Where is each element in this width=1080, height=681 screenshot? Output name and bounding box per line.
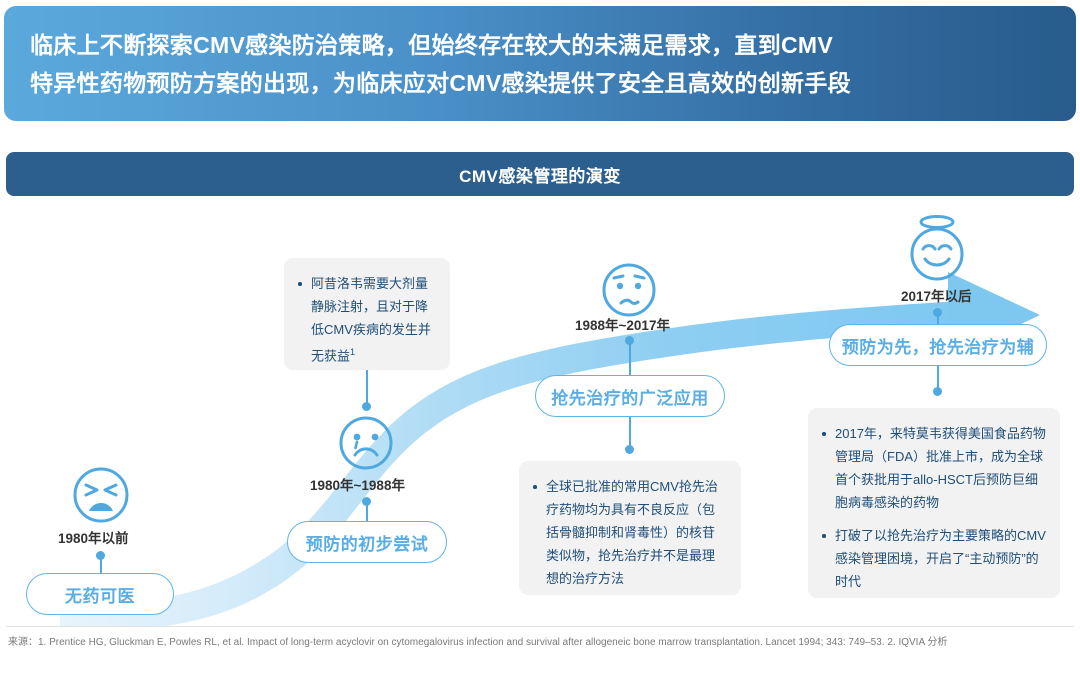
connector-stem-card-1980-1988 — [366, 370, 368, 406]
worried-face-icon — [602, 263, 656, 317]
connector-dot-card-post-2017 — [933, 387, 942, 396]
detail-bullet: 全球已批准的常用CMV抢先治疗药物均为具有不良反应（包括骨髓抑制和肾毒性）的核苷… — [531, 475, 727, 590]
period-label-post-2017: 2017年以后 — [901, 289, 972, 304]
connector-stem-pre-1980 — [100, 556, 102, 578]
connector-dot-1980-1988 — [362, 497, 371, 506]
pill-label-post-2017[interactable]: 预防为先，抢先治疗为辅 — [829, 324, 1047, 366]
detail-bullet: 打破了以抢先治疗为主要策略的CMV感染管理困境，开启了“主动预防”的时代 — [820, 524, 1046, 593]
detail-bullet: 2017年，来特莫韦获得美国食品药物管理局（FDA）批准上市，成为全球首个获批用… — [820, 422, 1046, 514]
detail-card-1988-2017: 全球已批准的常用CMV抢先治疗药物均为具有不良反应（包括骨髓抑制和肾毒性）的核苷… — [519, 461, 741, 595]
connector-stem-1988-2017 — [629, 341, 631, 377]
detail-card-list-1988-2017: 全球已批准的常用CMV抢先治疗药物均为具有不良反应（包括骨髓抑制和肾毒性）的核苷… — [531, 475, 727, 590]
source-citation: 来源：1. Prentice HG, Gluckman E, Powles RL… — [8, 637, 948, 648]
pill-label-1980-1988[interactable]: 预防的初步尝试 — [287, 521, 447, 563]
connector-stem-card-1988-2017 — [629, 417, 631, 449]
section-title: CMV感染管理的演变 — [459, 166, 621, 186]
pill-label-1988-2017[interactable]: 抢先治疗的广泛应用 — [535, 375, 725, 417]
headline-text: 临床上不断探索CMV感染防治策略，但始终存在较大的未满足需求，直到CMV 特异性… — [30, 31, 851, 96]
pill-label-pre-1980[interactable]: 无药可医 — [26, 573, 174, 615]
connector-dot-card-1988-2017 — [625, 445, 634, 454]
connector-stem-1980-1988 — [366, 502, 368, 524]
connector-stem-post-2017 — [937, 313, 939, 329]
detail-card-1980-1988: 阿昔洛韦需要大剂量静脉注射，且对于降低CMV疾病的发生并无获益1 — [284, 258, 450, 370]
sad-face-with-tear-icon — [339, 416, 393, 470]
footer-divider — [6, 626, 1074, 627]
connector-dot-post-2017 — [933, 308, 942, 317]
distressed-face-icon — [73, 467, 129, 523]
period-label-1980-1988: 1980年~1988年 — [310, 478, 405, 493]
connector-dot-pre-1980 — [96, 551, 105, 560]
period-label-1988-2017: 1988年~2017年 — [575, 318, 670, 333]
detail-card-list-1980-1988: 阿昔洛韦需要大剂量静脉注射，且对于降低CMV疾病的发生并无获益1 — [296, 272, 436, 367]
connector-stem-card-post-2017 — [937, 366, 939, 390]
angel-happy-face-icon — [910, 215, 964, 281]
footnote-marker: 1 — [350, 347, 356, 357]
detail-bullet-text: 阿昔洛韦需要大剂量静脉注射，且对于降低CMV疾病的发生并无获益 — [311, 276, 431, 364]
detail-bullet: 阿昔洛韦需要大剂量静脉注射，且对于降低CMV疾病的发生并无获益1 — [296, 272, 436, 367]
detail-card-post-2017: 2017年，来特莫韦获得美国食品药物管理局（FDA）批准上市，成为全球首个获批用… — [808, 408, 1060, 598]
detail-card-list-post-2017: 2017年，来特莫韦获得美国食品药物管理局（FDA）批准上市，成为全球首个获批用… — [820, 422, 1046, 593]
connector-dot-1988-2017 — [625, 336, 634, 345]
headline-banner: 临床上不断探索CMV感染防治策略，但始终存在较大的未满足需求，直到CMV 特异性… — [4, 6, 1076, 121]
connector-dot-card-1980-1988 — [362, 402, 371, 411]
period-label-pre-1980: 1980年以前 — [58, 531, 129, 546]
section-header-bar: CMV感染管理的演变 — [6, 152, 1074, 196]
